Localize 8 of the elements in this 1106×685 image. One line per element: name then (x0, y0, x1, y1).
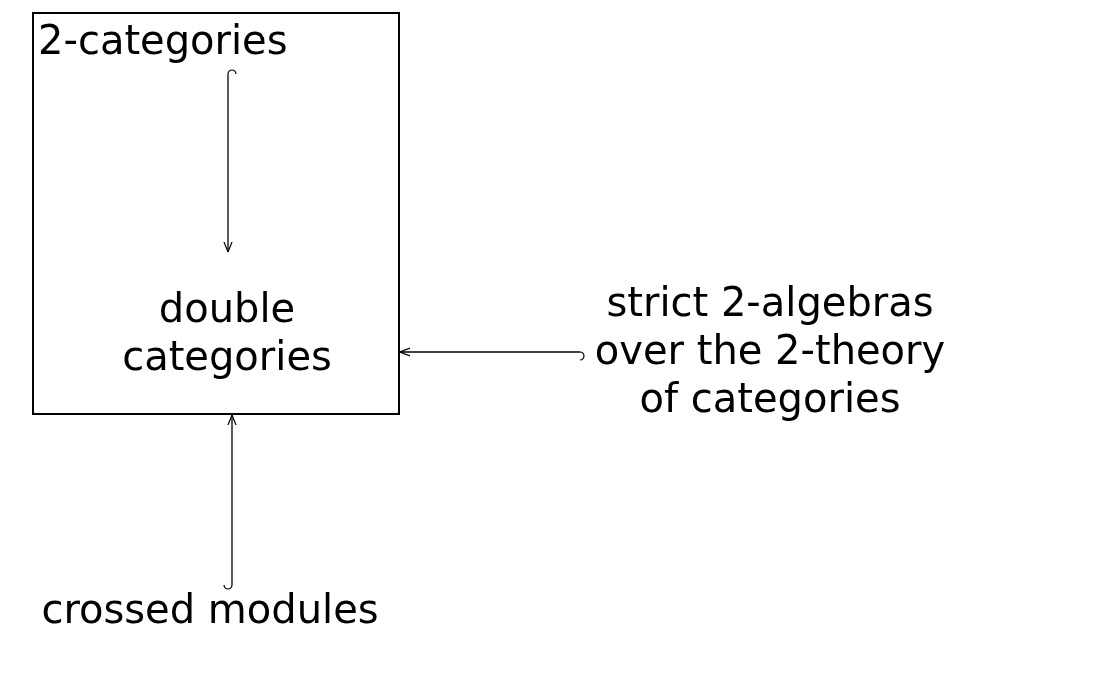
inclusion-arrow (223, 414, 237, 590)
math-label: crossed modules (0, 585, 420, 665)
math-label: strict 2-algebras over the 2-theory of categories (580, 262, 960, 438)
enclosing-box (32, 12, 400, 415)
inclusion-arrow (223, 69, 237, 253)
math-label: double categories (62, 257, 392, 407)
math-label: 2-categories (38, 16, 318, 74)
inclusion-arrow (399, 347, 585, 361)
